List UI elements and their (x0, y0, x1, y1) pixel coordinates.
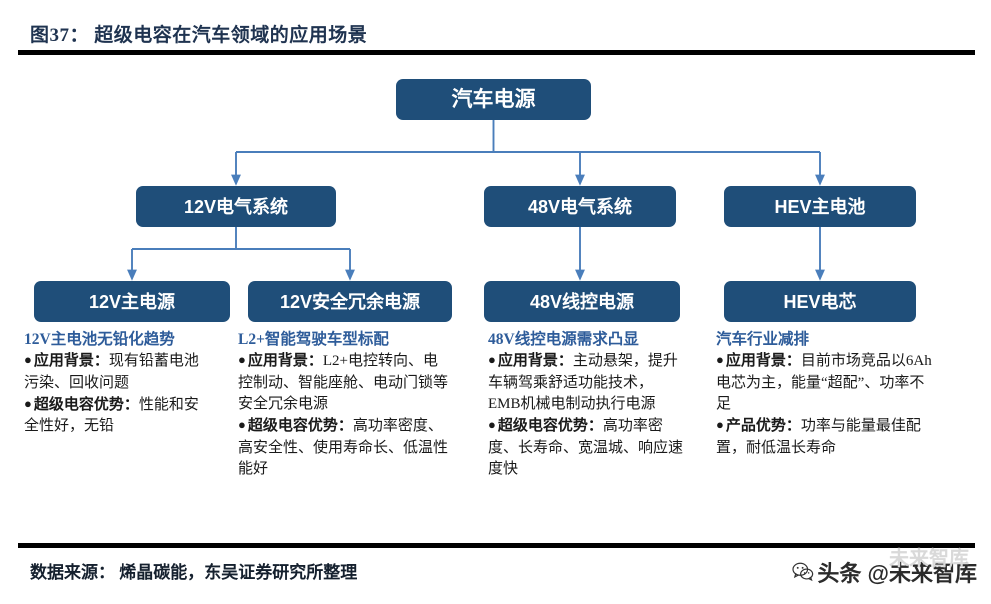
column-3-item-2: ●超级电容优势：高功率密度、长寿命、宽温城、响应速度快 (488, 416, 684, 480)
node-hev-cell[interactable]: HEV电芯 (724, 281, 916, 322)
bullet-glyph: ● (716, 417, 724, 433)
node-12v-redundant-power[interactable]: 12V安全冗余电源 (248, 281, 452, 322)
item-lead: 产品优势： (725, 418, 801, 435)
column-1-item-1: ●应用背景：现有铅蓄电池污染、回收问题 (24, 351, 210, 394)
column-2-heading: L2+智能驾驶车型标配 (238, 331, 389, 348)
watermark-text: 头条 @未来智库 (817, 561, 977, 586)
detail-column-3: 48V线控电源需求凸显 ●应用背景：主动悬架，提升车辆驾乘舒适功能技术，EMB机… (488, 330, 684, 481)
column-1-heading: 12V主电池无铅化趋势 (24, 331, 175, 348)
node-48v-bywire-power[interactable]: 48V线控电源 (484, 281, 680, 322)
item-text: 现有铅蓄电池污染、回收问题 (24, 353, 199, 391)
node-12v-electrical-system[interactable]: 12V电气系统 (136, 186, 336, 227)
item-lead: 超级电容优势： (247, 418, 353, 435)
bullet-glyph: ● (238, 352, 246, 368)
item-lead: 应用背景： (725, 353, 801, 370)
item-text: 主动悬架，提升车辆驾乘舒适功能技术，EMB机械电制动执行电源 (488, 353, 678, 412)
column-3-item-1: ●应用背景：主动悬架，提升车辆驾乘舒适功能技术，EMB机械电制动执行电源 (488, 351, 684, 415)
page-title: 图37： 超级电容在汽车领域的应用场景 (30, 25, 368, 46)
footer-divider (18, 543, 975, 548)
item-text: 高功率密度、长寿命、宽温城、响应速度快 (488, 418, 684, 477)
item-lead: 超级电容优势： (33, 396, 139, 413)
column-3-heading: 48V线控电源需求凸显 (488, 331, 639, 348)
node-hev-main-battery[interactable]: HEV主电池 (724, 186, 916, 227)
bullet-glyph: ● (488, 417, 496, 433)
item-lead: 应用背景： (33, 353, 109, 370)
item-text: 目前市场竞品以6Ah电芯为主，能量“超配”、功率不足 (716, 353, 932, 412)
column-2-item-2: ●超级电容优势：高功率密度、高安全性、使用寿命长、低温性能好 (238, 416, 450, 480)
item-text: 性能和安全性好，无铅 (24, 396, 199, 435)
item-lead: 超级电容优势： (497, 418, 603, 435)
item-text: L2+电控转向、电控制动、智能座舱、电动门锁等安全冗余电源 (238, 353, 449, 412)
column-2-item-1: ●应用背景：L2+电控转向、电控制动、智能座舱、电动门锁等安全冗余电源 (238, 351, 450, 415)
bullet-glyph: ● (238, 417, 246, 433)
bullet-glyph: ● (24, 395, 32, 411)
bullet-glyph: ● (716, 352, 724, 368)
detail-column-2: L2+智能驾驶车型标配 ●应用背景：L2+电控转向、电控制动、智能座舱、电动门锁… (238, 330, 450, 481)
watermark: 未来智库 头条 @未来智库 (792, 548, 977, 588)
node-12v-main-power[interactable]: 12V主电源 (34, 281, 230, 322)
bullet-glyph: ● (488, 352, 496, 368)
item-text: 高功率密度、高安全性、使用寿命长、低温性能好 (238, 418, 449, 477)
node-auto-power[interactable]: 汽车电源 (396, 79, 591, 120)
bullet-glyph: ● (24, 352, 32, 368)
node-48v-electrical-system[interactable]: 48V电气系统 (484, 186, 676, 227)
detail-column-4: 汽车行业减排 ●应用背景：目前市场竞品以6Ah电芯为主，能量“超配”、功率不足 … (716, 330, 938, 460)
column-4-item-2: ●产品优势：功率与能量最佳配置，耐低温长寿命 (716, 416, 938, 459)
header-divider (18, 50, 975, 55)
column-1-item-2: ●超级电容优势：性能和安全性好，无铅 (24, 395, 210, 438)
column-4-heading: 汽车行业减排 (716, 331, 810, 348)
item-lead: 应用背景： (497, 353, 573, 370)
item-lead: 应用背景： (247, 353, 323, 370)
wechat-icon (792, 562, 814, 582)
column-4-item-1: ●应用背景：目前市场竞品以6Ah电芯为主，能量“超配”、功率不足 (716, 351, 938, 415)
detail-column-1: 12V主电池无铅化趋势 ●应用背景：现有铅蓄电池污染、回收问题 ●超级电容优势：… (24, 330, 210, 439)
item-text: 功率与能量最佳配置，耐低温长寿命 (716, 418, 921, 456)
data-source-note: 数据来源： 烯晶碳能，东吴证券研究所整理 (30, 563, 358, 582)
